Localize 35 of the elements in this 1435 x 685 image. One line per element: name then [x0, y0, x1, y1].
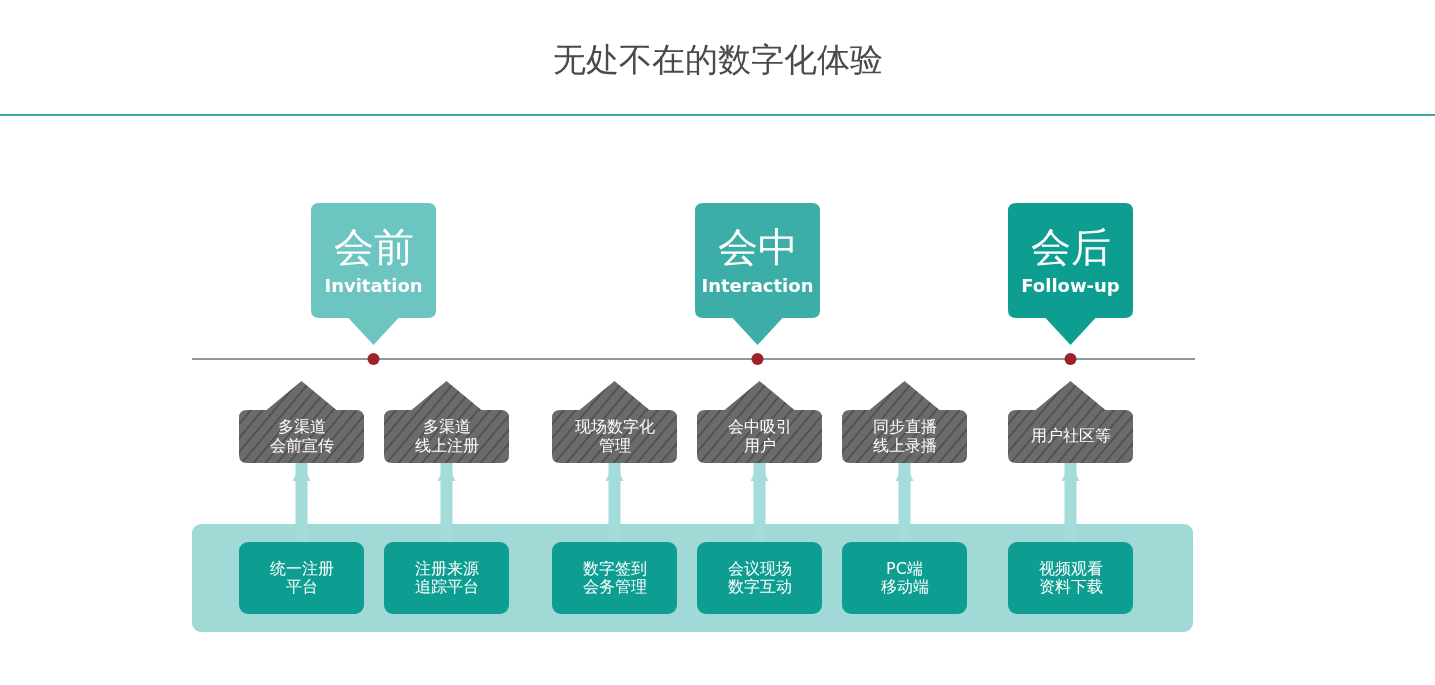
node-text: 现场数字化管理 [573, 418, 656, 455]
hatched-tag [239, 381, 364, 463]
hatched-tag [384, 381, 509, 463]
node-text: 数字签到会务管理 [581, 559, 648, 597]
platform-box [1008, 542, 1133, 614]
node-text: 统一注册平台 [268, 559, 335, 597]
node-text: 注册来源追踪平台 [413, 559, 480, 597]
node-text: 用户社区等 [1029, 427, 1112, 446]
phase-callout [311, 203, 436, 345]
node-text: PC端移动端 [879, 559, 930, 597]
hatched-tag [552, 381, 677, 463]
hatched-tag [1008, 381, 1133, 463]
phase-callout [695, 203, 820, 345]
node-text: 会中 [716, 224, 799, 271]
phase-callout [1008, 203, 1133, 345]
platform-box [842, 542, 967, 614]
node-text: 多渠道线上注册 [413, 418, 480, 455]
node-text: Interaction [700, 276, 815, 297]
platform-band [192, 524, 1193, 632]
page-title: 无处不在的数字化体验 [551, 39, 884, 81]
node-text: 同步直播线上录播 [871, 418, 938, 455]
node-text: Invitation [323, 276, 424, 297]
platform-box [384, 542, 509, 614]
node-text: 会前 [332, 224, 415, 271]
platform-box [239, 542, 364, 614]
hatched-tag [697, 381, 822, 463]
node-text: 多渠道会前宣传 [268, 418, 335, 455]
node-text: 会议现场数字互动 [726, 559, 793, 597]
platform-box [697, 542, 822, 614]
platform-box [552, 542, 677, 614]
node-text: 会中吸引用户 [726, 418, 793, 455]
hatched-tag [842, 381, 967, 463]
node-text: 视频观看资料下载 [1037, 559, 1104, 597]
node-text: Follow-up [1020, 276, 1121, 297]
node-text: 会后 [1029, 224, 1112, 271]
